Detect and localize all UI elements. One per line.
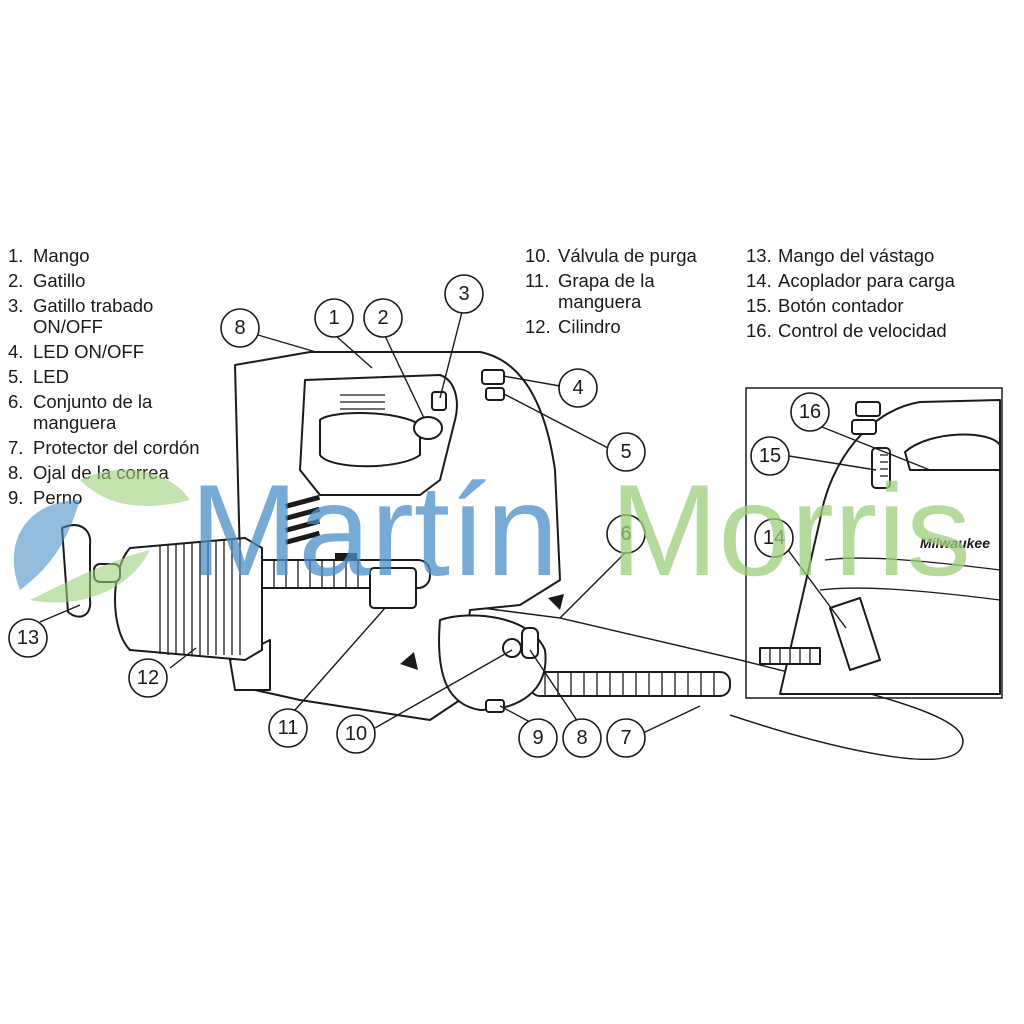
legend-item: 1.Mango	[8, 245, 90, 266]
hose-clip	[369, 567, 417, 609]
callout-15: 15	[750, 436, 790, 476]
svg-text:16: 16	[799, 401, 821, 423]
inset-speed-control	[855, 401, 881, 417]
strap-eyelet	[521, 627, 539, 659]
svg-text:15: 15	[759, 445, 781, 467]
leader-lines	[39, 311, 931, 734]
svg-text:1: 1	[328, 307, 339, 329]
legend-item: 4.LED ON/OFF	[8, 341, 145, 362]
svg-text:14: 14	[763, 527, 785, 549]
inset-brand-badge: Milwaukee	[920, 535, 990, 551]
legend-column-3: 13.Mango del vástago 14.Acoplador para c…	[746, 245, 1016, 345]
trigger	[413, 416, 443, 440]
inset-detail: Milwaukee	[759, 399, 1001, 695]
callout-1: 1	[314, 298, 354, 338]
svg-text:8: 8	[234, 317, 245, 339]
svg-text:8: 8	[576, 727, 587, 749]
legend-item: 11.Grapa de la manguera	[525, 270, 655, 312]
svg-text:13: 13	[17, 627, 39, 649]
legend-item: 14.Acoplador para carga	[746, 270, 955, 291]
callout-10: 10	[336, 714, 376, 754]
led	[485, 387, 505, 401]
callout-9: 9	[518, 718, 558, 758]
legend-column-1: 1.Mango 2.Gatillo 3.Gatillo trabado ON/O…	[8, 245, 248, 512]
legend-item: 7.Protector del cordón	[8, 437, 200, 458]
callout-16: 16	[790, 392, 830, 432]
cylinder	[114, 537, 263, 661]
callout-8-bottom: 8	[562, 718, 602, 758]
tool-body	[229, 351, 564, 721]
legend-item: 8.Ojal de la correa	[8, 462, 169, 483]
callout-13: 13	[8, 618, 48, 658]
callout-8-top: 8	[220, 308, 260, 348]
led-switch	[481, 369, 505, 385]
lock-trigger-button	[431, 391, 447, 411]
svg-text:10: 10	[345, 723, 367, 745]
legend-item: 13.Mango del vástago	[746, 245, 935, 266]
svg-text:11: 11	[278, 717, 299, 739]
svg-text:12: 12	[137, 667, 159, 689]
callouts: 1 2 3 4 5 6 7 8 8 9 10 11 12 13 14 15 16	[8, 274, 830, 758]
pin	[485, 699, 505, 713]
legend-item: 2.Gatillo	[8, 270, 86, 291]
svg-text:2: 2	[377, 307, 388, 329]
callout-14: 14	[754, 518, 794, 558]
legend-item: 16.Control de velocidad	[746, 320, 947, 341]
callout-6: 6	[606, 514, 646, 554]
legend-column-2: 10.Válvula de purga 11.Grapa de la mangu…	[525, 245, 745, 341]
callout-5: 5	[606, 432, 646, 472]
rod-spring	[249, 559, 431, 609]
svg-text:9: 9	[532, 727, 543, 749]
legend-item: 6.Conjunto de la manguera	[8, 391, 153, 433]
callout-3: 3	[444, 274, 484, 314]
legend-item: 10.Válvula de purga	[525, 245, 697, 266]
legend-item: 12.Cilindro	[525, 316, 621, 337]
inset-counter-button	[871, 447, 891, 489]
legend-item: 9.Perno	[8, 487, 83, 508]
legend-item: 15.Botón contador	[746, 295, 904, 316]
callout-11: 11	[268, 708, 308, 748]
legend-item: 3.Gatillo trabado ON/OFF	[8, 295, 154, 337]
callout-2: 2	[363, 298, 403, 338]
svg-text:7: 7	[620, 727, 631, 749]
callout-7: 7	[606, 718, 646, 758]
svg-text:5: 5	[620, 441, 631, 463]
svg-text:6: 6	[620, 523, 631, 545]
svg-text:4: 4	[572, 377, 583, 399]
cord-protector-spring	[529, 671, 731, 697]
legend-item: 5.LED	[8, 366, 69, 387]
callout-12: 12	[128, 658, 168, 698]
t-handle	[61, 524, 121, 618]
svg-text:3: 3	[458, 283, 469, 305]
callout-4: 4	[558, 368, 598, 408]
